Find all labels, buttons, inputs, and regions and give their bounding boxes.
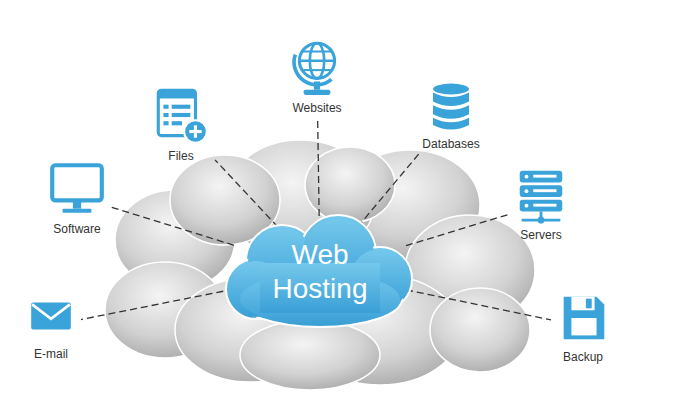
- dashed-connector: [318, 118, 320, 227]
- dashed-connector: [358, 153, 420, 227]
- service-label: Files: [168, 149, 193, 163]
- service-node: Files: [150, 84, 212, 163]
- hub-cloud: Web Hosting: [220, 213, 420, 331]
- dashed-connector: [81, 289, 234, 319]
- service-icon: [512, 167, 570, 225]
- service-label: Websites: [292, 101, 341, 115]
- service-label: Backup: [563, 350, 603, 364]
- dashed-connector: [111, 207, 234, 245]
- service-node: Databases: [422, 80, 479, 151]
- hub-title: Web Hosting: [260, 238, 380, 306]
- service-node: E-mail: [24, 290, 78, 361]
- service-node: Websites: [286, 36, 348, 115]
- dashed-connector: [406, 290, 551, 320]
- service-node: Software: [46, 157, 108, 236]
- cloud-shape: [220, 213, 420, 331]
- service-node: Servers: [512, 167, 570, 242]
- service-icon: [24, 290, 78, 344]
- service-node: Backup: [554, 289, 612, 364]
- service-icon: [424, 80, 478, 134]
- dashed-connector: [406, 214, 509, 245]
- service-icon: [46, 157, 108, 219]
- service-icon: [150, 84, 212, 146]
- service-label: Servers: [520, 228, 561, 242]
- service-label: E-mail: [34, 347, 68, 361]
- service-label: Databases: [422, 137, 479, 151]
- dashed-connector: [215, 160, 278, 227]
- service-label: Software: [53, 222, 100, 236]
- service-icon: [554, 289, 612, 347]
- service-icon: [286, 36, 348, 98]
